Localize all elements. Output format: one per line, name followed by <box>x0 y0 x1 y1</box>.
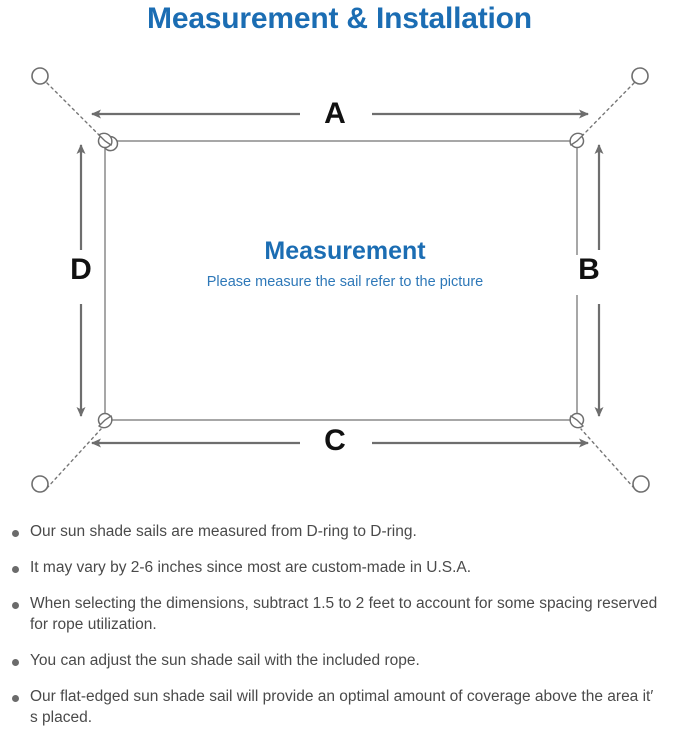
measurement-heading: Measurement <box>264 237 426 265</box>
anchor-point-top-left <box>31 67 49 85</box>
bullet-icon <box>12 602 19 609</box>
dimension-label-b: B <box>570 255 608 295</box>
d-ring-tab-top-left <box>97 132 113 147</box>
page-title: Measurement & Installation <box>147 2 532 35</box>
bullet-icon <box>12 695 19 702</box>
rope-line-top-right <box>580 82 635 138</box>
bullet-icon <box>12 530 19 537</box>
note-text: Our sun shade sails are measured from D-… <box>30 523 417 540</box>
d-ring-tab-bottom-left <box>97 414 113 429</box>
list-item: Our flat-edged sun shade sail will provi… <box>0 686 679 728</box>
d-ring-tab-bottom-right <box>569 414 585 429</box>
note-text: You can adjust the sun shade sail with t… <box>30 652 420 669</box>
d-ring-tabs <box>97 132 585 429</box>
list-item: It may vary by 2-6 inches since most are… <box>0 557 679 578</box>
note-text: Our flat-edged sun shade sail will provi… <box>30 688 654 726</box>
anchor-points <box>31 67 650 493</box>
rope-line-bottom-right <box>580 428 635 489</box>
anchor-point-top-right <box>631 67 649 85</box>
dimension-label-d: D <box>62 255 100 295</box>
anchor-point-bottom-left <box>31 475 49 493</box>
measurement-subheading: Please measure the sail refer to the pic… <box>206 274 484 290</box>
list-item: Our sun shade sails are measured from D-… <box>0 521 679 542</box>
dimension-label-c: C <box>304 426 366 456</box>
diagram-svg <box>31 67 650 493</box>
bullet-icon <box>12 566 19 573</box>
bullet-icon <box>12 659 19 666</box>
sail-center-caption: Measurement Please measure the sail refe… <box>150 236 540 292</box>
notes-list: Our sun shade sails are measured from D-… <box>0 521 679 743</box>
anchor-point-bottom-right <box>632 475 650 493</box>
d-ring-tab-top-right <box>569 132 585 147</box>
measurement-diagram: A B C D Measurement Please measure the s… <box>0 46 679 516</box>
note-text: It may vary by 2-6 inches since most are… <box>30 559 472 576</box>
list-item: You can adjust the sun shade sail with t… <box>0 650 679 671</box>
dimension-label-a: A <box>304 99 366 129</box>
rope-line-top-left <box>46 82 102 138</box>
list-item: When selecting the dimensions, subtract … <box>0 593 679 635</box>
note-text: When selecting the dimensions, subtract … <box>30 595 658 633</box>
rope-line-bottom-left <box>46 428 102 489</box>
